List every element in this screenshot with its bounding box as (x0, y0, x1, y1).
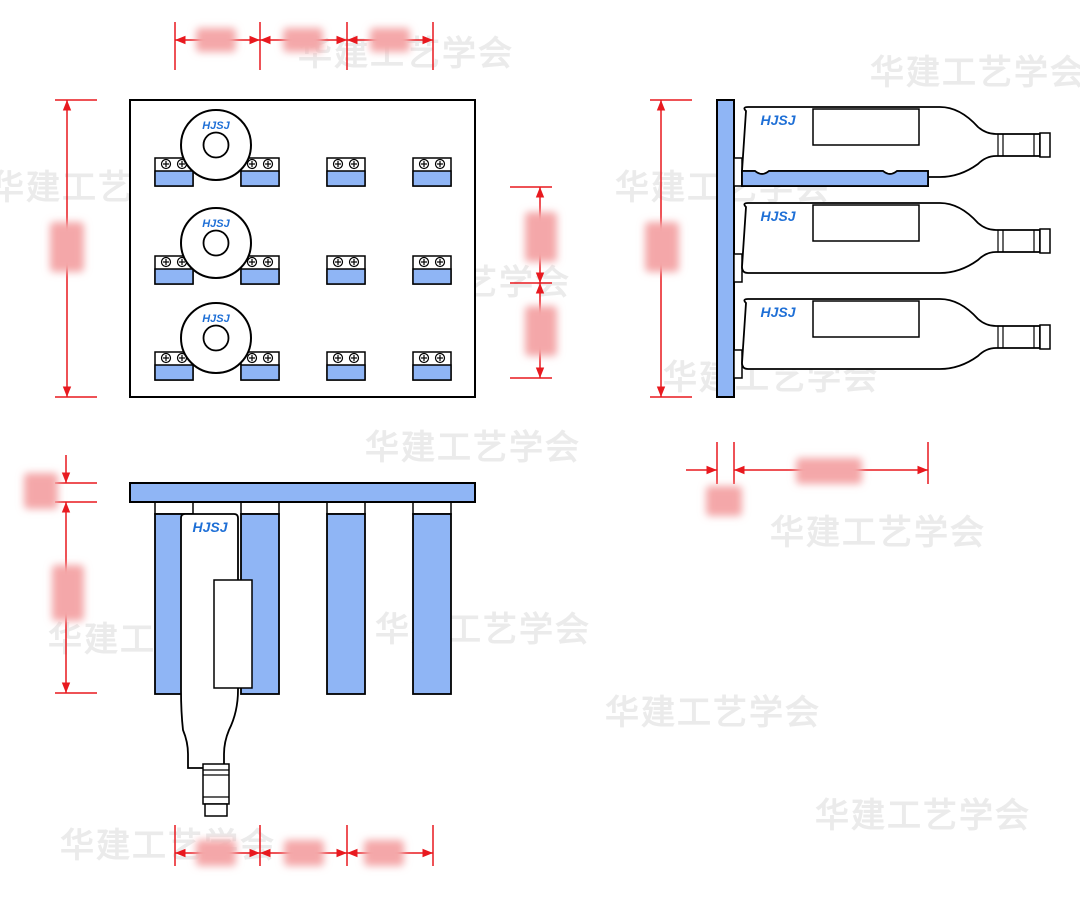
mounting-bracket (326, 255, 366, 285)
brand-logo: HJSJ (202, 120, 230, 132)
screw (332, 256, 344, 268)
screw (434, 256, 446, 268)
top-slat (412, 501, 452, 695)
bottle-cap (1039, 228, 1051, 254)
brand-logo: HJSJ (202, 313, 230, 325)
brand-logo: HJSJ (192, 519, 228, 535)
dimension-labels-blurred (645, 222, 862, 516)
front-view: HJSJ HJSJ HJSJ (129, 99, 476, 398)
rack-row: HJSJ (154, 302, 452, 381)
mounting-bracket (412, 157, 452, 187)
screw (262, 256, 274, 268)
bottle-end-view: HJSJ (180, 207, 252, 279)
rack-row: HJSJ (154, 207, 452, 285)
bottle-side-view: HJSJ (741, 298, 1051, 370)
mounting-bracket (240, 351, 280, 381)
side-view: HJSJ HJSJ HJSJ (716, 99, 1051, 398)
side-wall-panel (716, 99, 735, 398)
screw (418, 158, 430, 170)
spacer-block (733, 349, 743, 379)
top-wall-panel (129, 482, 476, 503)
screw (246, 256, 258, 268)
mounting-bracket (240, 157, 280, 187)
top-slat (326, 501, 366, 695)
screw (332, 352, 344, 364)
mounting-bracket (412, 255, 452, 285)
bottle-side-view: HJSJ (741, 106, 1051, 178)
screw (160, 352, 172, 364)
spacer-block (733, 157, 743, 187)
spacer-block (733, 253, 743, 283)
brand-logo: HJSJ (760, 208, 796, 224)
dimension-labels-blurred (24, 473, 404, 866)
screw (262, 352, 274, 364)
bottle-label (812, 204, 920, 242)
bottle-end-view: HJSJ (180, 109, 252, 181)
screw (348, 352, 360, 364)
screw (246, 158, 258, 170)
screw (176, 352, 188, 364)
rack-row-side: HJSJ (733, 106, 1051, 187)
screw (348, 158, 360, 170)
bottle-slat (741, 170, 929, 187)
rack-row-side: HJSJ (733, 170, 1051, 283)
dimension-labels-blurred (50, 28, 557, 356)
mounting-bracket (412, 351, 452, 381)
screw (160, 256, 172, 268)
screw (418, 352, 430, 364)
mounting-bracket (326, 351, 366, 381)
bottle-label (812, 300, 920, 338)
rack-row: HJSJ (154, 109, 452, 187)
screw (262, 158, 274, 170)
screw (348, 256, 360, 268)
screw (434, 352, 446, 364)
top-view: HJSJ (129, 482, 476, 817)
screw (434, 158, 446, 170)
bottle-top-view: HJSJ (180, 513, 253, 817)
bottle-label (812, 108, 920, 146)
screw (160, 158, 172, 170)
bottle-cap (1039, 324, 1051, 350)
brand-logo: HJSJ (760, 304, 796, 320)
brand-logo: HJSJ (760, 112, 796, 128)
screw (332, 158, 344, 170)
bottle-end-view: HJSJ (180, 302, 252, 374)
rack-row-side: HJSJ (733, 170, 1051, 379)
mounting-bracket (326, 157, 366, 187)
bottle-cap (1039, 132, 1051, 158)
screw (246, 352, 258, 364)
screw (418, 256, 430, 268)
bottle-side-view: HJSJ (741, 202, 1051, 274)
brand-logo: HJSJ (202, 218, 230, 230)
